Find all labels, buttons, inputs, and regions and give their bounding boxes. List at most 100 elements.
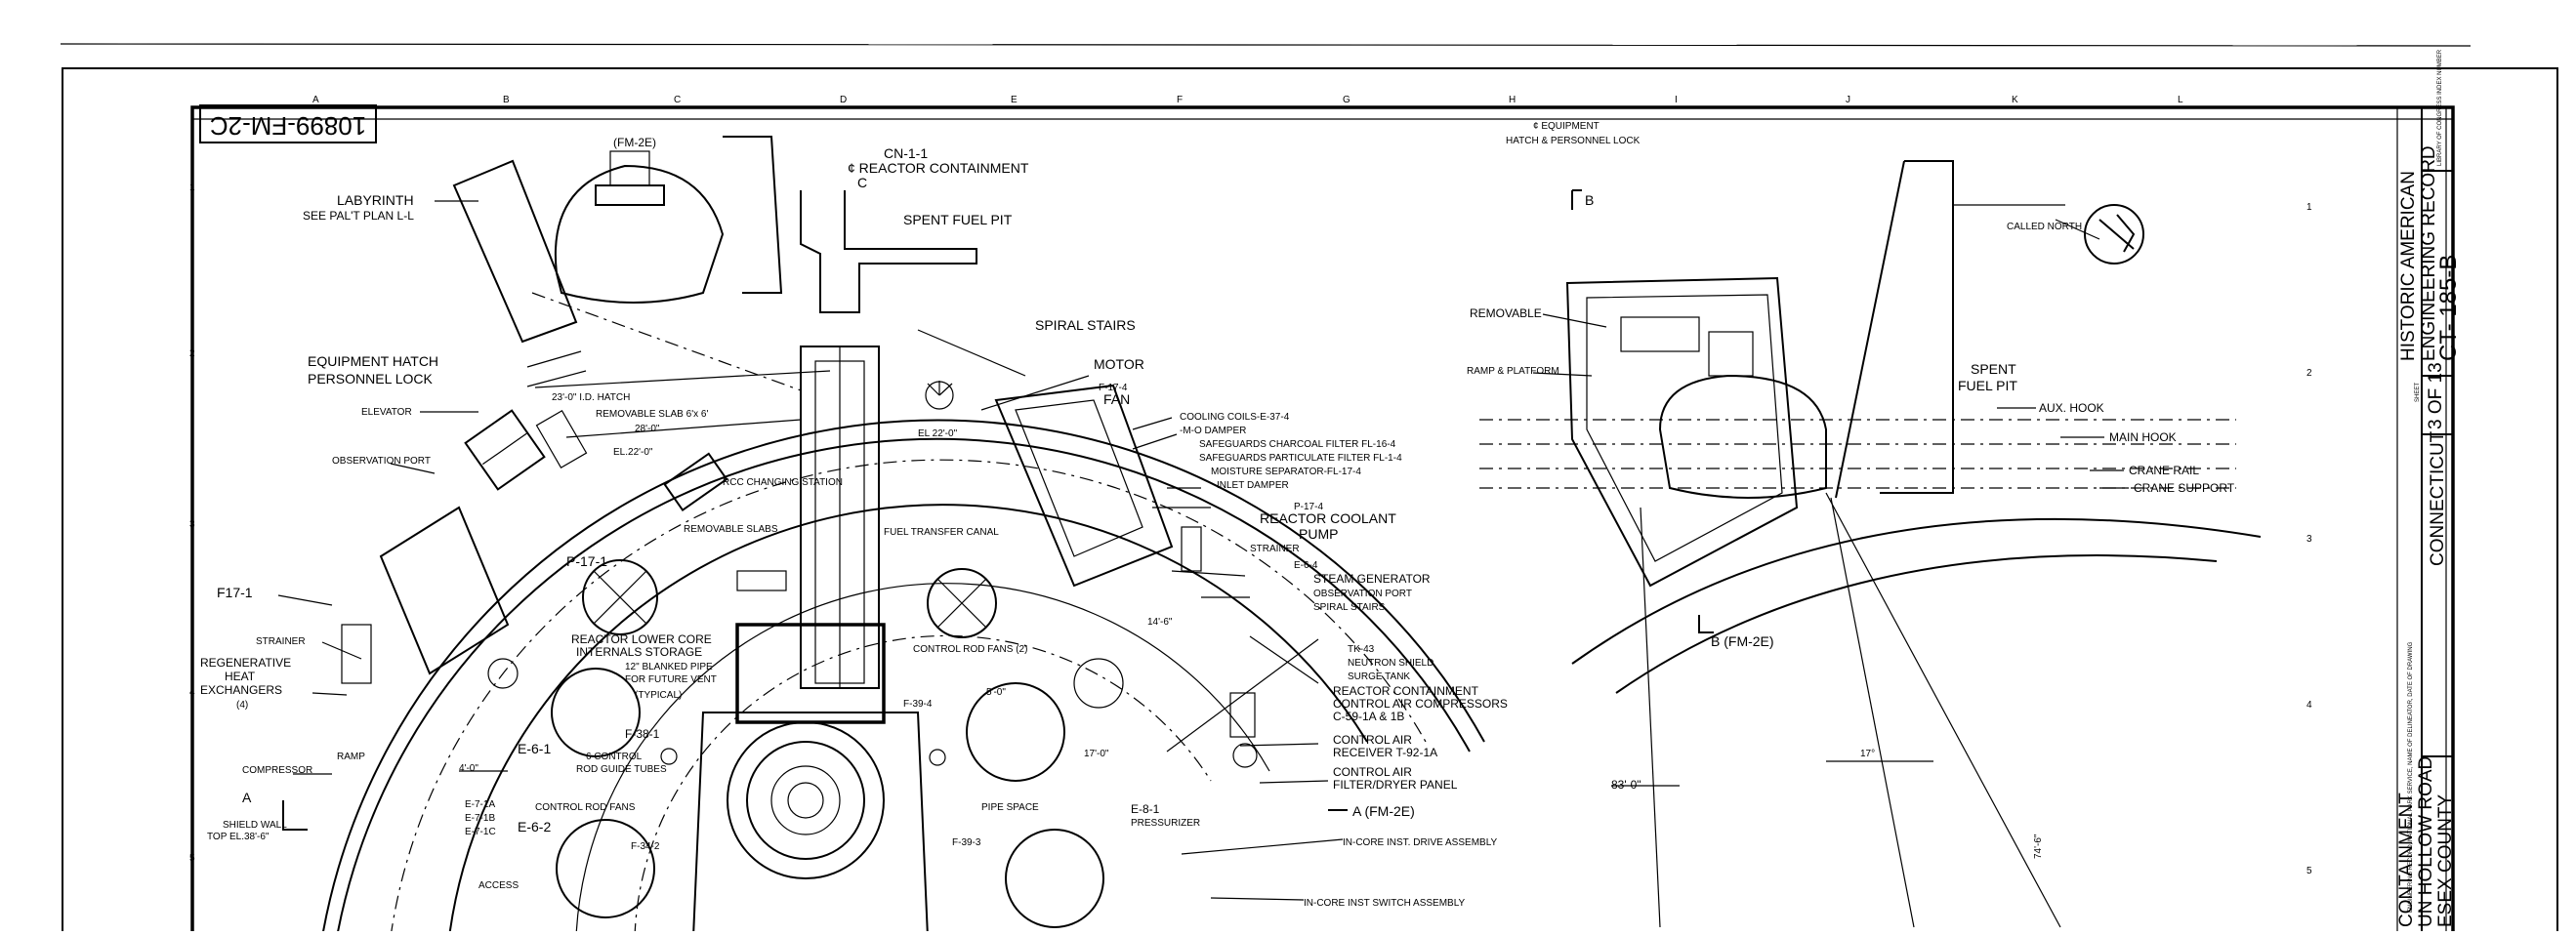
regenerative-label: REGENERATIVE: [200, 656, 291, 670]
grid-number-2-right: 2: [2306, 368, 2312, 379]
neutron-shield-label: NEUTRON SHIELD: [1348, 658, 1433, 669]
grid-letter-h: H: [1509, 95, 1516, 105]
e71c-tag: E-7-1C: [465, 827, 496, 837]
section-b-mark: B: [1585, 192, 1594, 208]
grid-number-3-right: 3: [2306, 534, 2312, 545]
elevation-22: EL.22'-0": [613, 447, 653, 458]
exchanger-count: (4): [236, 700, 248, 711]
grid-letter-l: L: [2178, 95, 2183, 105]
fan-tag: F-17-4: [1099, 383, 1128, 393]
future-vent-label: FOR FUTURE VENT: [625, 674, 717, 685]
main-hook-label: MAIN HOOK: [2109, 430, 2177, 444]
moisture-separator-label: MOISTURE SEPARATOR-FL-17-4: [1211, 467, 1361, 477]
e61-tag: E-6-1: [518, 741, 551, 756]
grid-number-1-right: 1: [2306, 202, 2312, 213]
control-air-filter-label: CONTROL AIR: [1333, 765, 1412, 779]
grid-letter-i: I: [1675, 95, 1678, 105]
county-label: ESEX COUNTY: [2435, 794, 2456, 927]
control-rod-fans-bottom-label: CONTROL ROD FANS: [535, 802, 636, 813]
elevation-22-b: EL 22'-0": [918, 428, 958, 439]
removable-slab-label: REMOVABLE SLAB 6'x 6': [596, 409, 708, 420]
grid-number-5: 5: [189, 853, 195, 864]
plan-view: [277, 136, 1485, 936]
cn-label: CN-1-1: [884, 145, 928, 161]
inlet-damper-label: INLET DAMPER: [1217, 480, 1289, 491]
fan-symbol-1: [582, 559, 658, 635]
control-rod-guide-label: 6 CONTROL: [586, 752, 643, 762]
road-label: UN HOLLOW ROAD: [2416, 756, 2436, 927]
heat-label: HEAT: [225, 670, 256, 683]
equipment-centerline-label: ¢ EQUIPMENT: [1533, 121, 1600, 132]
steam-generator-label: STEAM GENERATOR: [1313, 572, 1431, 586]
compressor-label: COMPRESSOR: [242, 765, 312, 776]
reactor-coolant-pump-label: REACTOR COOLANT: [1260, 510, 1396, 526]
charcoal-filter-label: SAFEGUARDS CHARCOAL FILTER FL-16-4: [1199, 439, 1396, 450]
grid-letter-f: F: [1177, 95, 1183, 105]
fuel-transfer-canal-label: FUEL TRANSFER CANAL: [884, 527, 999, 538]
typical-label: (TYPICAL): [635, 690, 682, 701]
spent-label: SPENT: [1971, 361, 2016, 377]
reactor-containment-centerline: ¢ REACTOR CONTAINMENT: [848, 160, 1029, 176]
called-north-label: CALLED NORTH: [2007, 222, 2082, 232]
particulate-filter-label: SAFEGUARDS PARTICULATE FILTER FL-1-4: [1199, 453, 1402, 464]
f393-tag: F-39-3: [952, 837, 981, 848]
section-a-mark: A: [242, 790, 252, 805]
sheet-borders: [60, 43, 2558, 936]
pressurizer-label: PRESSURIZER: [1131, 818, 1200, 829]
elevator-label: ELEVATOR: [361, 407, 412, 418]
grid-number-1: 1: [189, 183, 195, 193]
blanked-pipe-label: 12" BLANKED PIPE: [625, 662, 713, 672]
grid-letter-c: C: [674, 95, 681, 105]
incore-drive-label: IN-CORE INST. DRIVE ASSEMBLY: [1343, 837, 1498, 848]
section-b-callout: (FM-2E): [613, 136, 656, 149]
drawing-stamp: 10899-FM-2C: [199, 104, 377, 143]
labyrinth-label: LABYRINTH: [337, 192, 414, 208]
spiral-stairs-label: SPIRAL STAIRS: [1035, 317, 1136, 333]
rod-guide-tubes-label: ROD GUIDE TUBES: [576, 764, 667, 775]
internals-storage-label: INTERNALS STORAGE: [576, 645, 702, 659]
reactor-containment-control-air: REACTOR CONTAINMENT: [1333, 684, 1479, 698]
e81-tag: E-8-1: [1131, 802, 1160, 816]
grid-letter-b: B: [503, 95, 510, 105]
rcc-station-label: RCC CHANGING STATION: [723, 477, 843, 488]
e71a-tag: E-7-1A: [465, 799, 495, 810]
grid-letter-k: K: [2012, 95, 2018, 105]
section-a-callout: A (FM-2E): [1352, 803, 1415, 819]
hatch-personnel-label: HATCH & PERSONNEL LOCK: [1506, 136, 1641, 146]
tk43-tag: TK-43: [1348, 644, 1375, 655]
spiral-stairs-right-label: SPIRAL STAIRS: [1313, 602, 1386, 613]
haer-number: CT- 185-B: [2435, 255, 2462, 361]
dimension-14: 14'-6": [1147, 617, 1173, 628]
grid-letter-a: A: [312, 95, 319, 105]
see-plan-label: SEE PAL'T PLAN L-L: [303, 209, 414, 223]
footer-note: ENGINEERING RECORD, NATIONAL PARK SERVIC…: [2408, 641, 2414, 913]
receiver-tag: RECEIVER T-92-1A: [1333, 746, 1437, 759]
grid-letter-e: E: [1011, 95, 1018, 105]
project-title: CONTAINMENT: [2396, 793, 2417, 927]
motor-label: MOTOR: [1094, 356, 1144, 372]
haer-line-1: HISTORIC AMERICAN: [2398, 171, 2419, 361]
personnel-lock-label: PERSONNEL LOCK: [308, 371, 434, 387]
section-view: [1479, 160, 2262, 928]
angle-17: 17°: [1860, 749, 1875, 759]
dimension-5: 5'-0": [986, 687, 1006, 698]
grid-letter-g: G: [1343, 95, 1350, 105]
filter-dryer-label: FILTER/DRYER PANEL: [1333, 778, 1458, 792]
plan-labels: (FM-2E) CN-1-1 ¢ REACTOR CONTAINMENT C S…: [200, 136, 1508, 909]
north-arrow-icon: [2084, 204, 2144, 265]
f171-tag: F17-1: [217, 585, 253, 600]
fan-symbol-2: [927, 568, 997, 638]
mo-damper-label: -M-O DAMPER: [1180, 426, 1246, 436]
control-rod-fans-label: CONTROL ROD FANS (2): [913, 644, 1027, 655]
f381-tag: F-38-1: [625, 727, 660, 741]
exchangers-label: EXCHANGERS: [200, 683, 282, 697]
incore-switch-label: IN-CORE INST SWITCH ASSEMBLY: [1304, 898, 1466, 909]
grid-letters: A B C D E F G H I J K L: [312, 95, 2183, 105]
grid-number-4-right: 4: [2306, 700, 2312, 711]
p171-tag: P-17-1: [566, 553, 607, 569]
title-block: LIBRARY OF CONGRESS INDEX NUMBER HISTORI…: [2396, 49, 2462, 936]
ramp-platform-label: RAMP & PLATFORM: [1467, 366, 1559, 377]
reactor-lower-core-label: REACTOR LOWER CORE: [571, 632, 712, 646]
dimension-4: 4'-0": [459, 763, 478, 774]
